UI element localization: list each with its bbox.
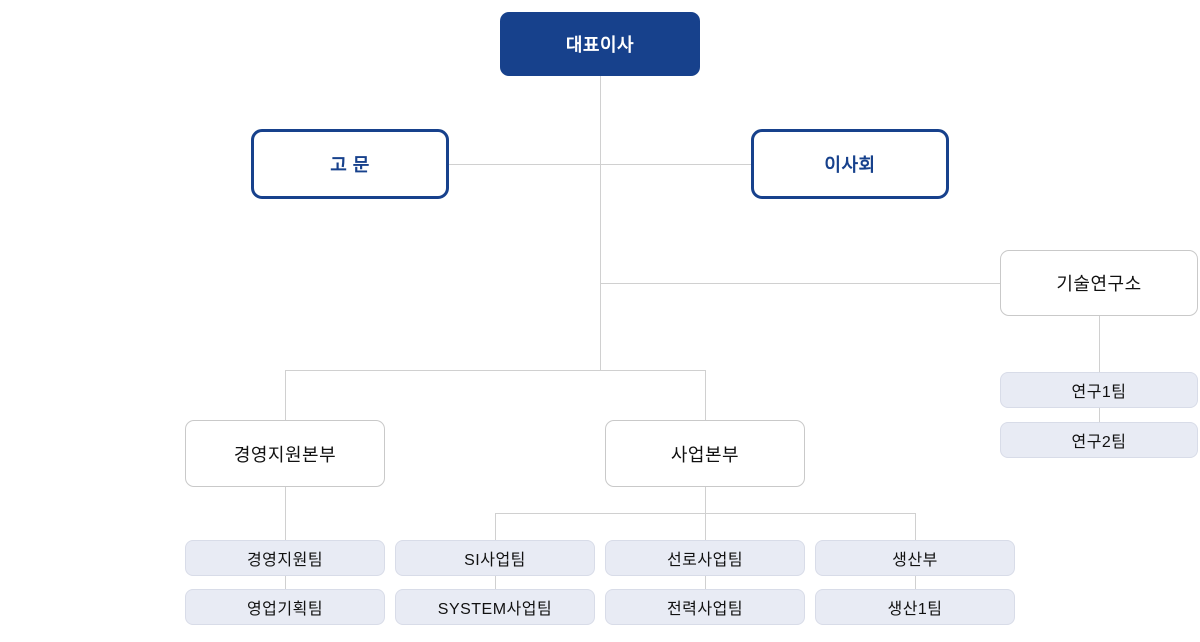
sales-planning-team-node: 영업기획팀 <box>185 589 385 625</box>
institute-node: 기술연구소 <box>1000 250 1198 316</box>
connector-si-system <box>495 576 496 589</box>
connector-to-line-team <box>705 513 706 540</box>
management-team-node: 경영지원팀 <box>185 540 385 576</box>
production-dept-node: 생산부 <box>815 540 1015 576</box>
advisor-node: 고 문 <box>251 129 449 199</box>
connector-to-institute <box>600 283 1000 284</box>
system-team-node: SYSTEM사업팀 <box>395 589 595 625</box>
connector-mgmtdiv-mgmtteam <box>285 487 286 540</box>
si-team-node: SI사업팀 <box>395 540 595 576</box>
research-team-2-node: 연구2팀 <box>1000 422 1198 458</box>
connector-line-power <box>705 576 706 589</box>
connector-to-management-division <box>285 370 286 420</box>
connector-bizdiv-drop <box>705 487 706 513</box>
connector-ceo-trunk <box>600 76 601 370</box>
connector-production-team1 <box>915 576 916 589</box>
connector-research1-research2 <box>1099 408 1100 422</box>
research-team-1-node: 연구1팀 <box>1000 372 1198 408</box>
board-node: 이사회 <box>751 129 949 199</box>
connector-institute-research1 <box>1099 316 1100 372</box>
connector-advisor-board <box>449 164 751 165</box>
power-team-node: 전력사업팀 <box>605 589 805 625</box>
business-division-node: 사업본부 <box>605 420 805 487</box>
connector-divisions-branch <box>285 370 705 371</box>
connector-to-production-dept <box>915 513 916 540</box>
ceo-node: 대표이사 <box>500 12 700 76</box>
line-team-node: 선로사업팀 <box>605 540 805 576</box>
connector-mgmtteam-salesteam <box>285 576 286 589</box>
management-division-node: 경영지원본부 <box>185 420 385 487</box>
production-team-1-node: 생산1팀 <box>815 589 1015 625</box>
connector-to-si-team <box>495 513 496 540</box>
connector-to-business-division <box>705 370 706 420</box>
